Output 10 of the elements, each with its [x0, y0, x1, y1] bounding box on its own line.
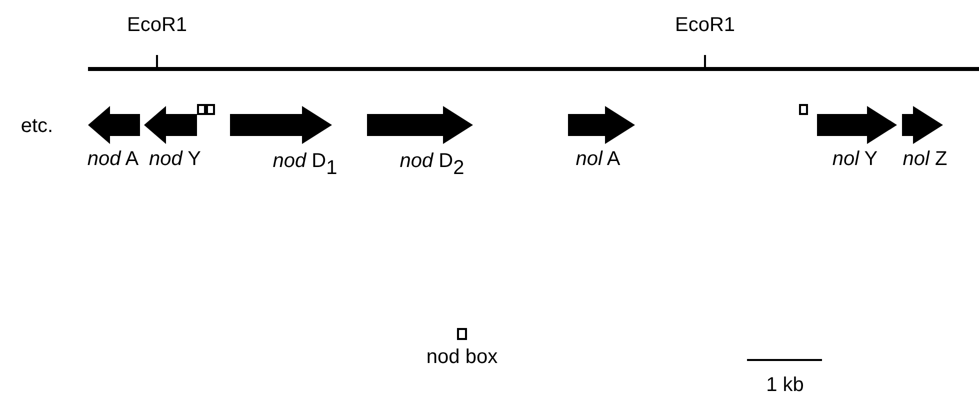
- continuation-label: etc.: [20, 114, 54, 138]
- gene-label: nod Y: [149, 147, 201, 171]
- legend-label: nod box: [426, 345, 498, 369]
- gene-label: nol Z: [902, 147, 948, 171]
- gene-label: nol Y: [832, 147, 878, 171]
- scale-label: 1 kb: [766, 373, 804, 397]
- gene-label: nod A: [87, 147, 139, 171]
- site-label: EcoR1: [674, 13, 736, 37]
- site-label: EcoR1: [126, 13, 188, 37]
- gene-label: nol A: [576, 147, 620, 171]
